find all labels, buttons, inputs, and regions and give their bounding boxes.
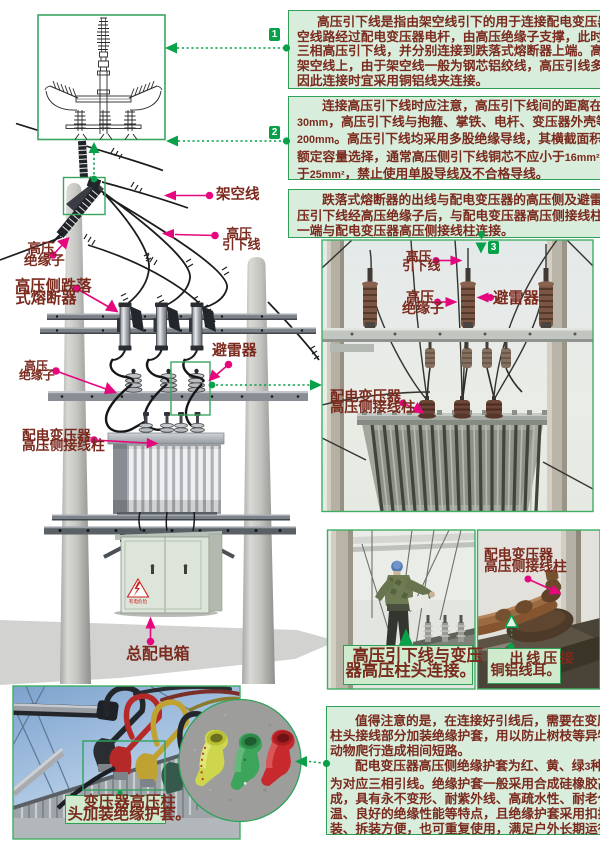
svg-text:有电危险: 有电危险 bbox=[129, 598, 148, 605]
